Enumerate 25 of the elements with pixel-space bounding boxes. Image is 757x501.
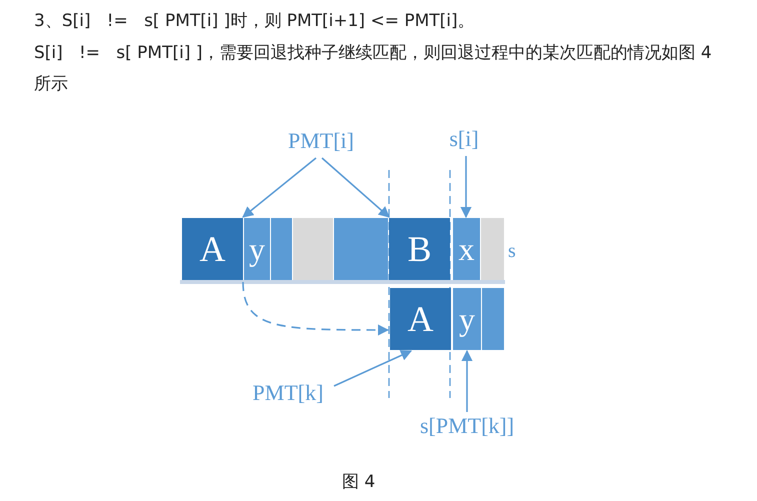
arrow <box>242 282 390 336</box>
empty-cell <box>482 288 504 350</box>
arrow <box>460 156 472 218</box>
string-name-label: s <box>508 239 516 264</box>
pointer-label: s[i] <box>446 124 482 154</box>
arrow <box>461 350 473 412</box>
character-cell: A <box>182 218 243 280</box>
description-text: S[i] != s[ PMT[i] ]，需要回退找种子继续匹配，则回退过程中的某次匹配的情况如图 4 所示 <box>34 42 713 96</box>
character-cell: y <box>453 288 481 350</box>
character-cell: y <box>244 218 270 280</box>
arrow <box>334 350 412 387</box>
arrow <box>321 157 390 218</box>
empty-cell <box>293 218 333 280</box>
character-cell: A <box>390 288 451 350</box>
character-cell: B <box>389 218 450 280</box>
arrow <box>242 157 316 218</box>
pointer-label: PMT[i] <box>283 126 359 156</box>
character-cell: x <box>453 218 480 280</box>
pointer-label: s[PMT[k]] <box>420 411 514 441</box>
figure-caption: 图 4 <box>342 471 376 494</box>
pointer-label: PMT[k] <box>248 378 328 408</box>
description-text: 3、S[i] != s[ PMT[i] ]时，则 PMT[i+1] <= PMT[i]。 <box>34 10 476 33</box>
empty-cell <box>334 218 388 280</box>
empty-cell <box>481 218 504 280</box>
empty-cell <box>271 218 292 280</box>
